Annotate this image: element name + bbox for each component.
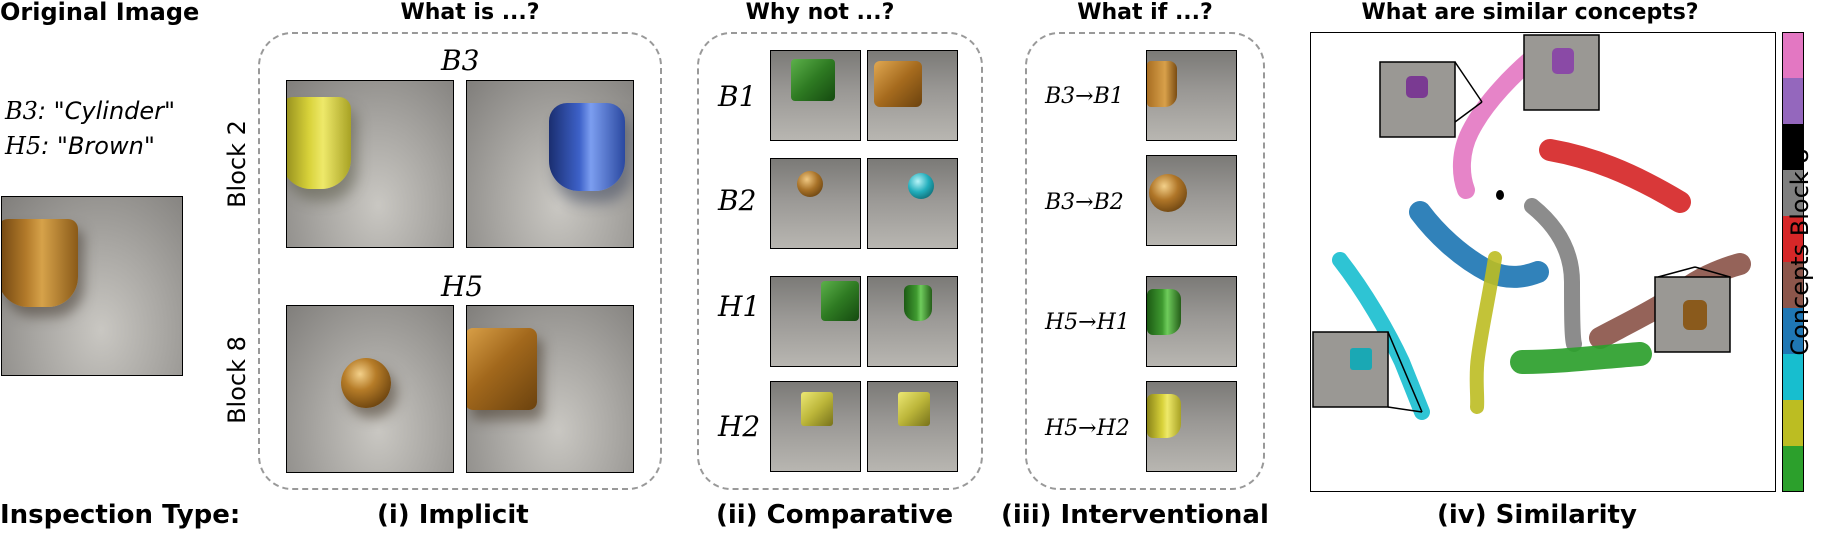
colorbar (1782, 32, 1804, 492)
interventional-row-label: B3→B2 (1045, 190, 1124, 215)
leader-line (1454, 61, 1483, 103)
colorbar-frame (1782, 32, 1804, 492)
purple-cylinder-object (1406, 76, 1428, 98)
brown-cylinder-object (2, 219, 78, 307)
comparative-header: Why not ...? (745, 0, 895, 25)
implicit-panel-frame (258, 32, 662, 490)
colorbar-segment (1782, 446, 1804, 492)
similarity-header: What are similar concepts? (1361, 0, 1699, 25)
comparative-image (867, 158, 958, 249)
implicit-image-h5-2 (466, 305, 634, 473)
inspection-type-label: Inspection Type: (0, 500, 241, 530)
brown-object (1147, 61, 1177, 107)
colorbar-segment (1782, 170, 1804, 216)
cluster-black (1496, 190, 1504, 200)
brown-cylinder-object (1683, 300, 1707, 330)
inset-cyan-cube (1312, 331, 1389, 408)
comparative-image (770, 381, 861, 472)
concept-value: : "Cylinder" (37, 97, 176, 125)
colorbar-segment (1782, 354, 1804, 400)
similarity-embedding-plot (1310, 32, 1776, 492)
original-image (1, 196, 183, 376)
brown-cube-object (874, 61, 922, 107)
interventional-image (1146, 50, 1237, 141)
cyan-sphere-object (908, 173, 934, 199)
purple-cylinder-object (1552, 48, 1574, 74)
implicit-image-b3-1 (286, 80, 454, 248)
yellow-cube-object (898, 392, 930, 426)
concept-symbol: B3 (5, 97, 38, 125)
concept-value: : "Brown" (41, 132, 155, 160)
brown-cube-object (467, 328, 537, 410)
blue-cylinder-object (549, 103, 625, 191)
leader-line (1454, 101, 1483, 123)
inset-purple-cylinder-left (1379, 61, 1456, 138)
comparative-row-label: H1 (718, 290, 761, 323)
yellow-cube-object (801, 392, 833, 426)
colorbar-segment (1782, 78, 1804, 124)
colorbar-segment (1782, 262, 1804, 308)
leader-line (1387, 406, 1423, 413)
yellow-cylinder-object (287, 97, 351, 189)
block-2-label: Block 2 (223, 120, 251, 208)
brown-sphere-object (341, 358, 391, 408)
colorbar-segment (1782, 308, 1804, 354)
brown-sphere-object (1149, 174, 1187, 212)
comparative-image (867, 276, 958, 367)
interventional-image (1146, 381, 1237, 472)
concept-label-h5: H5: "Brown" (5, 132, 155, 160)
cluster-gray (1524, 198, 1582, 352)
concept-symbol: H5 (5, 132, 42, 160)
leader-line (1387, 331, 1423, 413)
implicit-image-h5-1 (286, 305, 454, 473)
comparative-panel-frame (697, 32, 983, 490)
colorbar-label: Concepts Block 8 (1786, 148, 1814, 356)
concept-label-b3: B3: "Cylinder" (5, 97, 175, 125)
comparative-row-label: B1 (718, 80, 757, 113)
cluster-pink (1452, 41, 1551, 199)
interventional-panel-frame (1025, 32, 1265, 490)
original-image-title: Original Image (0, 0, 200, 26)
colorbar-segment (1782, 124, 1804, 170)
leader-line (1694, 266, 1731, 278)
colorbar-segment (1782, 32, 1804, 78)
leader-line (1657, 266, 1696, 278)
comparative-row-label: H2 (718, 410, 761, 443)
comparative-footer: (ii) Comparative (716, 500, 954, 530)
interventional-row-label: H5→H1 (1045, 310, 1130, 335)
comparative-image (770, 50, 861, 141)
implicit-concept-b3: B3 (441, 44, 480, 77)
interventional-row-label: B3→B1 (1045, 84, 1124, 109)
implicit-footer: (i) Implicit (377, 500, 529, 530)
similarity-footer: (iv) Similarity (1437, 500, 1637, 530)
green-cylinder-object (904, 285, 932, 321)
colorbar-segment (1782, 400, 1804, 446)
interventional-header: What if ...? (1077, 0, 1213, 25)
comparative-image (867, 381, 958, 472)
interventional-row-label: H5→H2 (1045, 416, 1130, 441)
cluster-red (1539, 139, 1691, 213)
yellow-cylinder-object (1147, 394, 1181, 438)
green-cube-object (821, 281, 859, 321)
interventional-image (1146, 276, 1237, 367)
green-cube-object (791, 59, 835, 101)
interventional-footer: (iii) Interventional (1001, 500, 1269, 530)
comparative-image (770, 158, 861, 249)
implicit-header: What is ...? (400, 0, 540, 25)
comparative-row-label: B2 (718, 184, 757, 217)
green-cylinder-object (1147, 289, 1181, 335)
implicit-image-b3-2 (466, 80, 634, 248)
cluster-green (1510, 342, 1652, 374)
interventional-image (1146, 155, 1237, 246)
colorbar-segment (1782, 216, 1804, 262)
cluster-olive (1469, 251, 1502, 414)
block-8-label: Block 8 (223, 336, 251, 424)
comparative-image (867, 50, 958, 141)
brown-sphere-object (797, 171, 823, 197)
comparative-image (770, 276, 861, 367)
implicit-concept-h5: H5 (441, 270, 484, 303)
cyan-cube-object (1350, 348, 1372, 370)
